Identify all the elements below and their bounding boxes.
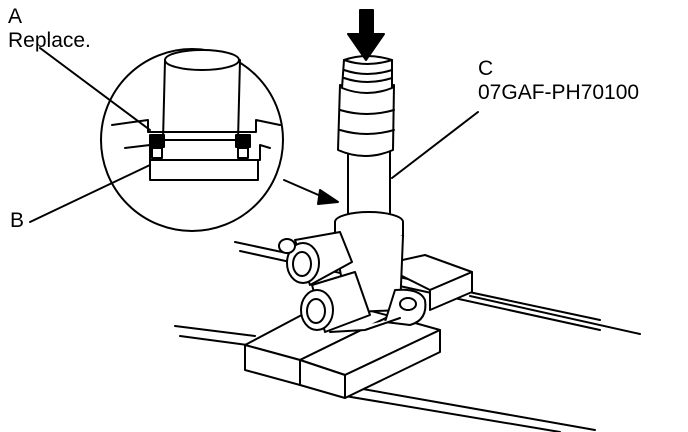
leader-lines	[29, 47, 479, 223]
label-c: C	[478, 57, 494, 80]
housing	[278, 211, 427, 333]
label-c-part-number: 07GAF-PH70100	[478, 81, 640, 104]
label-a-note: Replace.	[8, 29, 91, 52]
detail-view	[100, 48, 284, 232]
label-b: B	[10, 209, 25, 232]
force-arrow	[347, 9, 385, 61]
driver-tool	[337, 55, 395, 221]
label-a: A	[8, 5, 23, 28]
